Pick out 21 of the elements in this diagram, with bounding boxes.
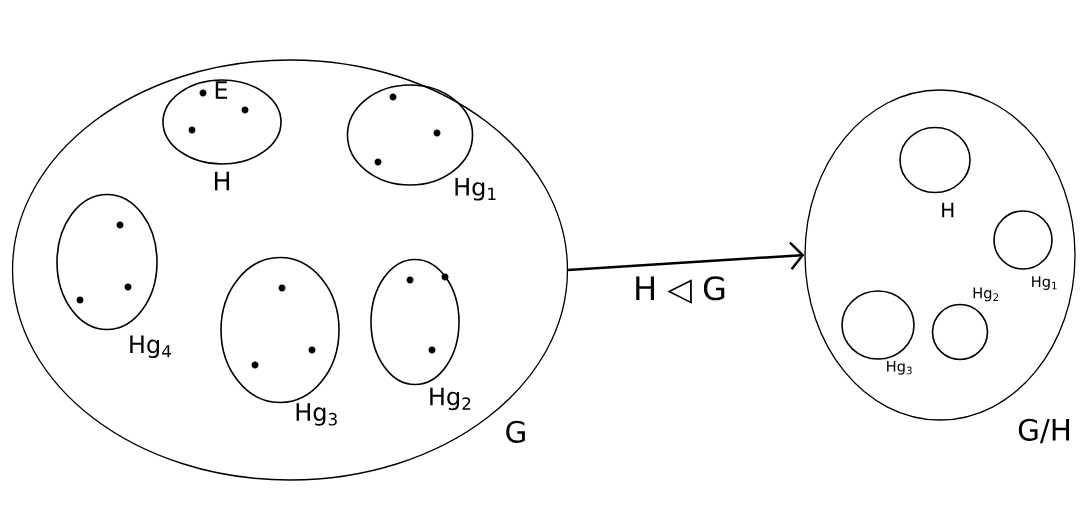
coset-blob: Hg$_{1}$ <box>346 84 496 201</box>
coset-blob: Hg$_{1}$ <box>993 210 1057 290</box>
node-label: Hg$_{3}$ <box>887 360 912 375</box>
node-label: Hg$_{4}$ <box>130 335 171 359</box>
node-label: H <box>214 171 230 191</box>
node-label: G/H <box>1018 418 1069 444</box>
coset-blob: Hg$_{3}$ <box>841 290 915 375</box>
node-label: Hg$_{1}$ <box>455 178 496 201</box>
coset-blob: Hg$_{3}$ <box>220 256 340 426</box>
coset-blob: Hg$_{2}$ <box>370 258 471 411</box>
node-label: Hg$_{2}$ <box>430 387 471 411</box>
arrow <box>568 241 805 272</box>
coset-blob: Hg$_{4}$ <box>56 193 171 359</box>
edge-label: H ◁ G <box>631 274 729 306</box>
node-label: H <box>942 202 954 218</box>
coset-blob: H <box>899 126 971 218</box>
node-label: Hg$_{1}$ <box>1032 276 1057 290</box>
coset-blob: Hg$_{2}$ <box>931 287 999 361</box>
node-label: Hg$_{2}$ <box>973 287 999 302</box>
point-label: E <box>215 81 228 99</box>
node-label: Hg$_{3}$ <box>296 403 337 426</box>
